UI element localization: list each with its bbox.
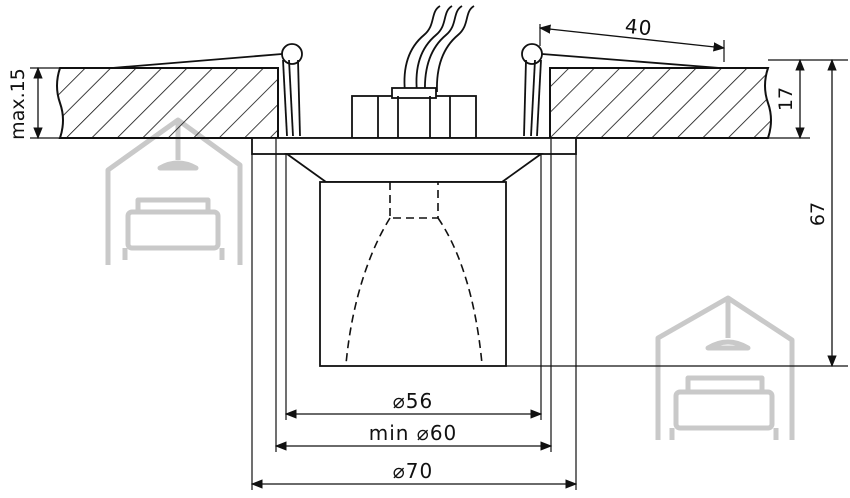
spring-clip-right bbox=[521, 43, 721, 137]
dim-height-67: 67 bbox=[807, 202, 829, 226]
extension-lines bbox=[30, 24, 848, 490]
glass-shade bbox=[319, 181, 507, 367]
spring-clip-left bbox=[111, 43, 303, 137]
power-cable bbox=[403, 5, 475, 93]
trim-ring bbox=[251, 137, 577, 183]
dim-diameter-56: ⌀56 bbox=[393, 389, 434, 413]
ceiling-panel-left bbox=[56, 67, 279, 139]
terminal-block bbox=[351, 87, 477, 139]
dim-height-17: 17 bbox=[775, 87, 797, 111]
dim-min-diameter-60: min ⌀60 bbox=[369, 421, 458, 445]
dim-width-40: 40 bbox=[624, 14, 654, 41]
house-sofa-watermark-icon bbox=[655, 295, 795, 440]
dim-max-15: max.15 bbox=[7, 68, 29, 140]
ceiling-panel-right bbox=[549, 67, 772, 139]
dimension-lines bbox=[33, 24, 837, 489]
dim-diameter-70: ⌀70 bbox=[393, 459, 434, 483]
house-sofa-watermark-icon bbox=[105, 117, 243, 265]
